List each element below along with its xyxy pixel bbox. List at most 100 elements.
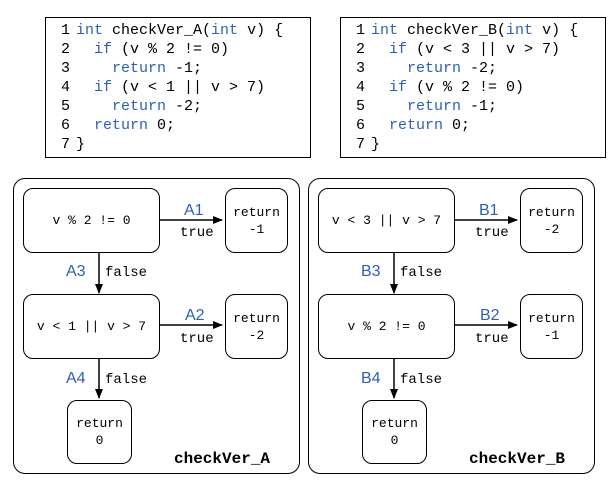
- edge-id-a4: A4: [66, 370, 86, 387]
- keyword-token: return: [389, 117, 444, 134]
- code-token: (v % 2 != 0): [112, 41, 230, 58]
- line-number: 7: [355, 136, 365, 153]
- code-line: 4 if (v % 2 != 0): [356, 78, 525, 97]
- code-token: [76, 98, 112, 115]
- return-node-1-a: return -1: [225, 188, 288, 253]
- false-label-2-b: false: [400, 372, 443, 388]
- code-token: (v % 2 != 0): [407, 79, 525, 96]
- code-line: 1 int checkVer_A(int v) {: [61, 21, 284, 40]
- line-number: 2: [355, 41, 365, 58]
- code-token: }: [371, 136, 381, 153]
- code-token: [76, 117, 94, 134]
- true-label-2-b: true: [475, 331, 509, 347]
- keyword-token: int: [76, 22, 104, 39]
- keyword-token: return: [112, 60, 167, 77]
- keyword-token: return: [94, 117, 149, 134]
- keyword-token: if: [94, 79, 113, 96]
- line-number: 1: [60, 22, 70, 39]
- code-line: 1 int checkVer_B(int v) {: [356, 21, 579, 40]
- code-line: 2 if (v % 2 != 0): [61, 40, 230, 59]
- line-number: 2: [60, 41, 70, 58]
- code-panel-a: 1 int checkVer_A(int v) { 2 if (v % 2 != 0…: [45, 17, 311, 158]
- edge-id-a1: A1: [184, 202, 204, 219]
- code-token: (v < 3 || v > 7): [407, 41, 561, 58]
- edge-id-b2: B2: [480, 307, 500, 324]
- line-number: 4: [60, 79, 70, 96]
- code-token: [371, 98, 407, 115]
- keyword-token: return: [112, 98, 167, 115]
- code-token: }: [76, 136, 86, 153]
- code-line: 6 return 0;: [61, 116, 176, 135]
- keyword-token: int: [211, 22, 239, 39]
- code-line: 3 return -1;: [61, 59, 203, 78]
- code-line: 5 return -2;: [61, 97, 203, 116]
- line-number: 3: [355, 60, 365, 77]
- condition-node-1-b: v < 3 || v > 7: [318, 188, 455, 253]
- code-token: v) {: [533, 22, 579, 39]
- edge-id-a3: A3: [66, 263, 86, 280]
- line-number: 6: [60, 117, 70, 134]
- true-label-2-a: true: [180, 331, 214, 347]
- keyword-token: if: [389, 41, 408, 58]
- return-node-2-b: return -1: [520, 294, 583, 359]
- code-line: 7}: [61, 135, 86, 154]
- code-line: 5 return -1;: [356, 97, 498, 116]
- return-node-1-b: return -2: [520, 188, 583, 253]
- edge-id-a2: A2: [185, 307, 205, 324]
- graph-title-a: checkVer_A: [174, 450, 271, 468]
- code-token: -1;: [461, 98, 498, 115]
- keyword-token: int: [371, 22, 399, 39]
- line-number: 7: [60, 136, 70, 153]
- line-number: 4: [355, 79, 365, 96]
- line-number: 5: [60, 98, 70, 115]
- false-label-2-a: false: [105, 372, 148, 388]
- code-line: 2 if (v < 3 || v > 7): [356, 40, 561, 59]
- code-token: checkVer_A(: [103, 22, 212, 39]
- code-token: [371, 41, 389, 58]
- edges-b: [390, 216, 518, 399]
- code-line: 3 return -2;: [356, 59, 498, 78]
- true-label-1-a: true: [180, 225, 214, 241]
- code-token: [371, 79, 389, 96]
- return-node-0-a: return 0: [67, 400, 132, 464]
- code-token: -2;: [166, 98, 203, 115]
- false-label-1-a: false: [105, 265, 148, 281]
- code-line: 4 if (v < 1 || v > 7): [61, 78, 266, 97]
- line-number: 3: [60, 60, 70, 77]
- line-number: 1: [355, 22, 365, 39]
- code-token: [76, 60, 112, 77]
- line-number: 5: [355, 98, 365, 115]
- edges-a: [95, 216, 223, 399]
- code-line: 6 return 0;: [356, 116, 471, 135]
- code-token: [76, 79, 94, 96]
- false-label-1-b: false: [400, 265, 443, 281]
- code-token: -2;: [461, 60, 498, 77]
- flow-graph-b: v < 3 || v > 7 return -2 v % 2 != 0 retu…: [308, 178, 595, 474]
- code-token: [371, 60, 407, 77]
- code-token: (v < 1 || v > 7): [112, 79, 266, 96]
- code-token: [76, 41, 94, 58]
- edge-id-b1: B1: [479, 202, 499, 219]
- graph-title-b: checkVer_B: [469, 450, 566, 468]
- code-token: -1;: [166, 60, 203, 77]
- edge-id-b4: B4: [361, 370, 381, 387]
- keyword-token: int: [506, 22, 534, 39]
- condition-node-2-a: v < 1 || v > 7: [23, 294, 160, 359]
- keyword-token: return: [407, 98, 462, 115]
- true-label-1-b: true: [475, 225, 509, 241]
- keyword-token: if: [389, 79, 408, 96]
- code-token: 0;: [443, 117, 471, 134]
- flow-graph-a: v % 2 != 0 return -1 v < 1 || v > 7 retu…: [13, 178, 300, 474]
- return-node-2-a: return -2: [225, 294, 288, 359]
- code-token: 0;: [148, 117, 176, 134]
- code-token: checkVer_B(: [398, 22, 507, 39]
- keyword-token: if: [94, 41, 113, 58]
- line-number: 6: [355, 117, 365, 134]
- code-token: v) {: [238, 22, 284, 39]
- condition-node-2-b: v % 2 != 0: [318, 294, 455, 359]
- condition-node-1-a: v % 2 != 0: [23, 188, 160, 253]
- keyword-token: return: [407, 60, 462, 77]
- code-line: 7}: [356, 135, 381, 154]
